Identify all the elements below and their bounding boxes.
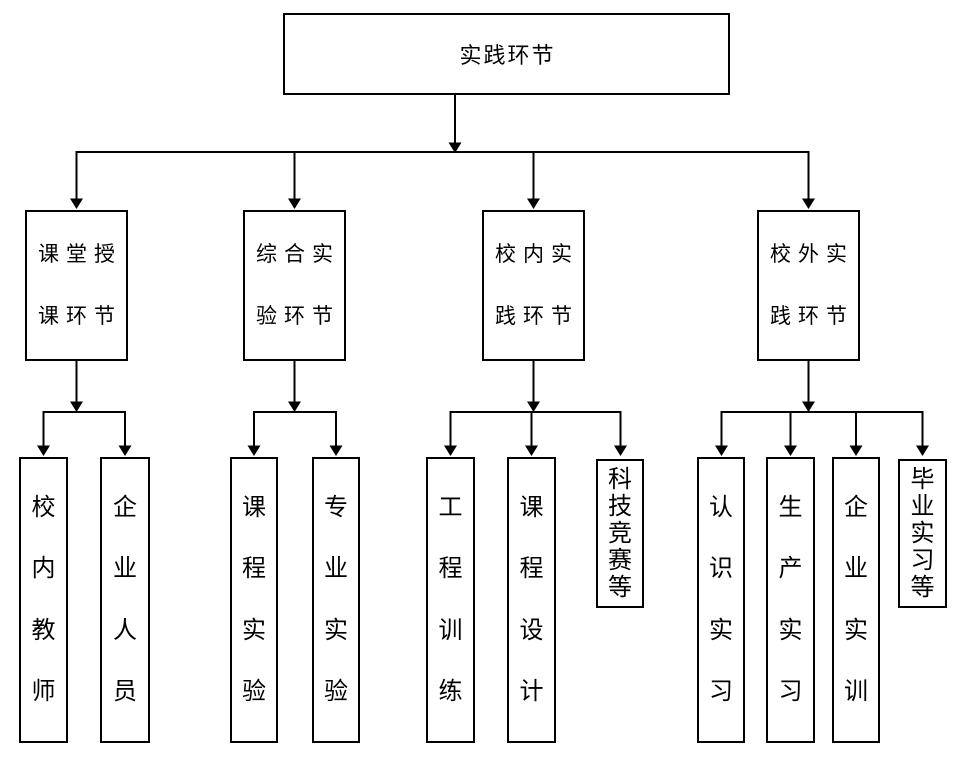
node-off-campus-practice: 校外实 践环节	[757, 210, 860, 361]
node-label-line: 校内实	[495, 243, 579, 266]
char: 师	[31, 677, 56, 705]
node-label-line: 课环节	[38, 305, 122, 328]
char: 技	[608, 493, 632, 520]
char: 计	[519, 677, 544, 705]
node-course-design: 课程设计	[507, 457, 556, 743]
node-label-line: 课堂授	[38, 243, 122, 266]
char: 内	[31, 555, 56, 583]
node-label-line: 校外实	[770, 243, 854, 266]
char: 毕	[910, 466, 935, 493]
char: 课	[519, 494, 544, 522]
char: 设	[519, 616, 544, 644]
char: 训	[438, 616, 463, 644]
char: 练	[438, 677, 463, 705]
char: 业	[910, 493, 935, 520]
node-enterprise-training: 企业实训	[832, 457, 880, 743]
char: 实	[709, 616, 733, 644]
node-label-line: 践环节	[770, 305, 854, 328]
char: 校	[31, 494, 56, 522]
arrowhead-icon	[288, 198, 301, 209]
char: 产	[778, 555, 803, 583]
char: 教	[31, 616, 56, 644]
arrowhead-icon	[802, 401, 815, 412]
node-label: 实践环节	[459, 43, 556, 68]
arrowhead-icon	[527, 401, 540, 412]
node-comprehensive-experiment: 综合实 验环节	[243, 210, 346, 361]
arrowhead-icon	[118, 445, 132, 456]
arrowhead-icon	[614, 445, 627, 456]
node-campus-teachers: 校内教师	[19, 457, 68, 743]
node-label-line: 验环节	[256, 305, 340, 328]
char: 验	[324, 677, 348, 705]
char: 认	[709, 494, 733, 522]
char: 企	[844, 494, 868, 522]
char: 业	[113, 555, 137, 583]
arrowhead-icon	[784, 445, 797, 456]
arrowhead-icon	[247, 445, 261, 456]
char: 课	[242, 494, 266, 522]
node-on-campus-practice: 校内实 践环节	[482, 210, 585, 361]
arrowhead-icon	[70, 198, 83, 209]
arrowhead-icon	[444, 445, 457, 456]
connector-root-to-branches	[70, 95, 815, 209]
char: 习	[910, 547, 935, 574]
arrowhead-icon	[70, 401, 83, 412]
arrowhead-icon	[849, 445, 863, 456]
char: 业	[324, 555, 348, 583]
arrowhead-icon	[329, 445, 343, 456]
char: 实	[324, 616, 348, 644]
node-major-experiment: 专业实验	[312, 457, 360, 743]
char: 员	[113, 677, 137, 705]
node-cognition-internship: 认识实习	[697, 457, 745, 743]
char: 科	[608, 466, 632, 493]
connector-branch-classroom-teaching	[37, 361, 132, 456]
char: 竞	[608, 520, 632, 547]
char: 实	[844, 616, 868, 644]
arrowhead-icon	[802, 198, 815, 209]
arrowhead-icon	[715, 445, 728, 456]
connector-branch-on-campus-practice	[444, 361, 627, 456]
arrowhead-icon	[37, 445, 50, 456]
arrowhead-icon	[288, 401, 301, 412]
char: 程	[519, 555, 544, 583]
char: 等	[608, 574, 632, 601]
char: 习	[778, 677, 803, 705]
node-label-line: 综合实	[256, 243, 340, 266]
node-production-internship: 生产实习	[766, 457, 815, 743]
node-course-experiment: 课程实验	[230, 457, 278, 743]
char: 工	[438, 494, 463, 522]
char: 实	[910, 520, 935, 547]
node-practice-links: 实践环节	[283, 13, 730, 95]
arrowhead-icon	[525, 445, 538, 456]
char: 人	[113, 616, 137, 644]
char: 业	[844, 555, 868, 583]
node-label-line: 践环节	[495, 305, 579, 328]
char: 训	[844, 677, 868, 705]
char: 专	[324, 494, 348, 522]
char: 实	[242, 616, 266, 644]
char: 验	[242, 677, 266, 705]
char: 生	[778, 494, 803, 522]
node-graduation-internship: 毕业实习等	[898, 459, 947, 608]
arrowhead-icon	[916, 445, 929, 456]
char: 实	[778, 616, 803, 644]
char: 赛	[608, 547, 632, 574]
char: 程	[242, 555, 266, 583]
char: 习	[709, 677, 733, 705]
node-tech-competitions: 科技竞赛等	[596, 459, 644, 608]
node-enterprise-staff: 企业人员	[100, 457, 150, 743]
char: 识	[709, 555, 733, 583]
char: 程	[438, 555, 463, 583]
char: 企	[113, 494, 137, 522]
arrowhead-icon	[448, 142, 462, 153]
node-classroom-teaching: 课堂授 课环节	[25, 210, 128, 361]
connector-branch-comprehensive-experiment	[247, 361, 343, 456]
node-engineering-training: 工程训练	[426, 457, 475, 743]
arrowhead-icon	[527, 198, 540, 209]
char: 等	[910, 574, 935, 601]
connector-branch-off-campus-practice	[715, 361, 929, 456]
